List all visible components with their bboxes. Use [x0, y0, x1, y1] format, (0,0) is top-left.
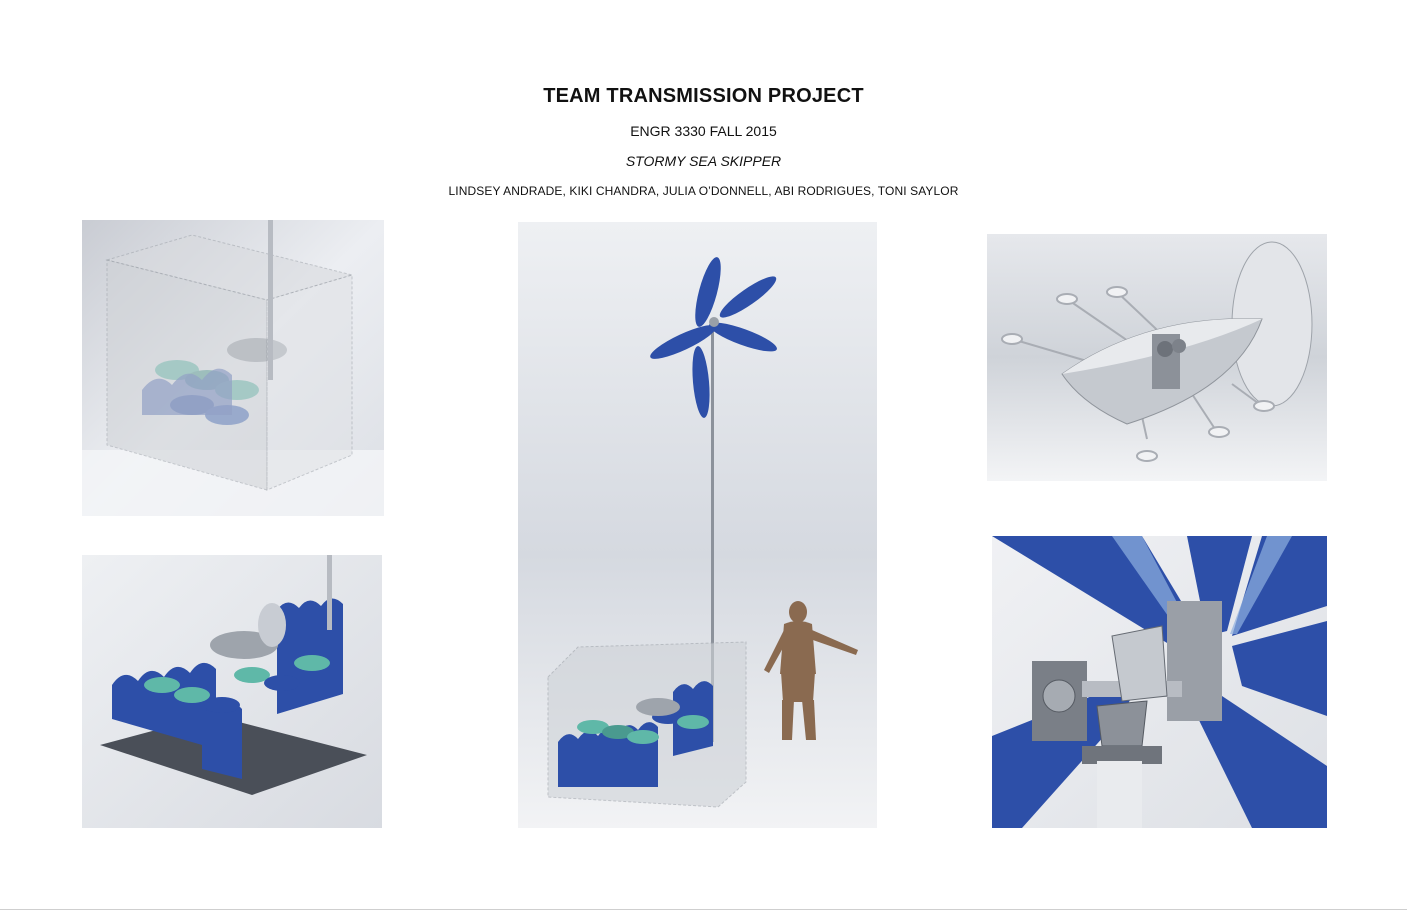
author-list: LINDSEY ANDRADE, KIKI CHANDRA, JULIA O’D…	[448, 184, 959, 198]
bevel-gear-closeup-render	[992, 536, 1327, 828]
page-title: TEAM TRANSMISSION PROJECT	[543, 85, 864, 107]
course-label: ENGR 3330 FALL 2015	[630, 123, 777, 139]
page-bottom-rule	[0, 909, 1407, 910]
project-name: STORMY SEA SKIPPER	[625, 153, 782, 169]
full-assembly-with-human-scale	[518, 222, 877, 828]
enclosure-render-iso	[82, 220, 384, 516]
boat-skipper-render	[987, 234, 1327, 481]
mechanism-render-open	[82, 555, 382, 828]
